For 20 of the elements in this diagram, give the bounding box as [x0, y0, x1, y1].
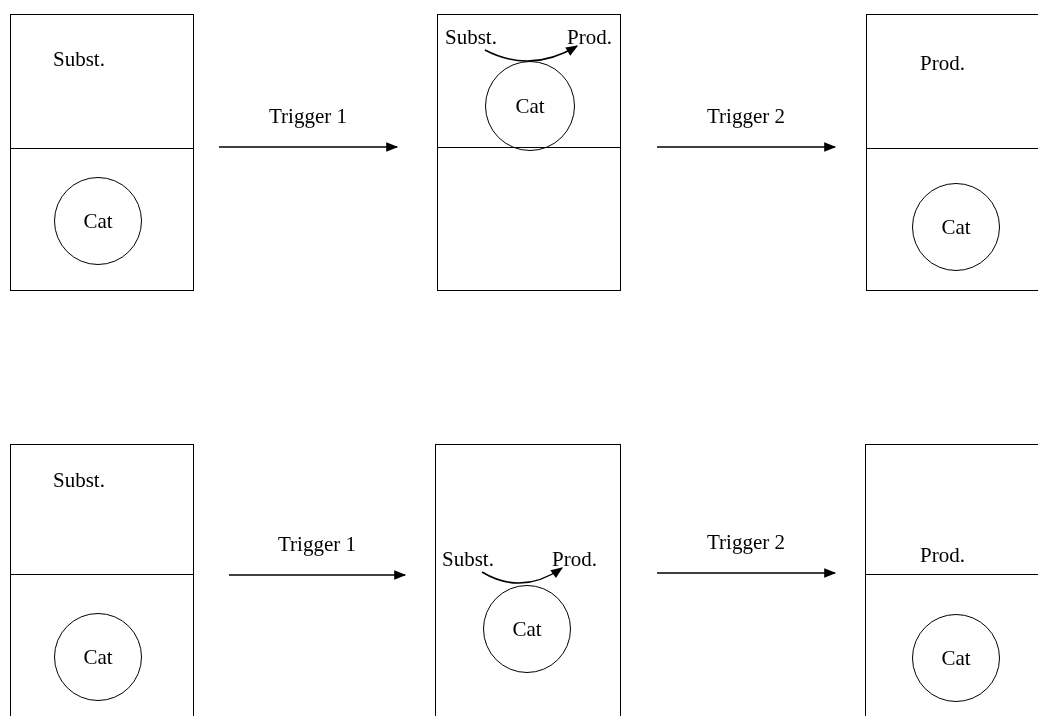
arrow — [656, 142, 837, 152]
arrow — [484, 45, 579, 62]
phase-vessel — [10, 444, 194, 716]
species-label: Prod. — [920, 53, 965, 74]
species-label: Prod. — [920, 545, 965, 566]
species-label: Prod. — [552, 549, 597, 570]
arrow — [218, 142, 399, 152]
species-label: Subst. — [442, 549, 494, 570]
arrow — [656, 568, 837, 578]
phase-vessel — [866, 14, 1038, 291]
phase-vessel — [435, 444, 621, 716]
phase-vessel — [10, 14, 194, 291]
phase-vessel — [865, 444, 1038, 716]
arrow — [481, 567, 563, 584]
species-label: Subst. — [53, 49, 105, 70]
species-label: Subst. — [53, 470, 105, 491]
species-label: Prod. — [567, 27, 612, 48]
arrow — [228, 570, 407, 580]
phase-vessel — [437, 14, 621, 291]
species-label: Subst. — [445, 27, 497, 48]
